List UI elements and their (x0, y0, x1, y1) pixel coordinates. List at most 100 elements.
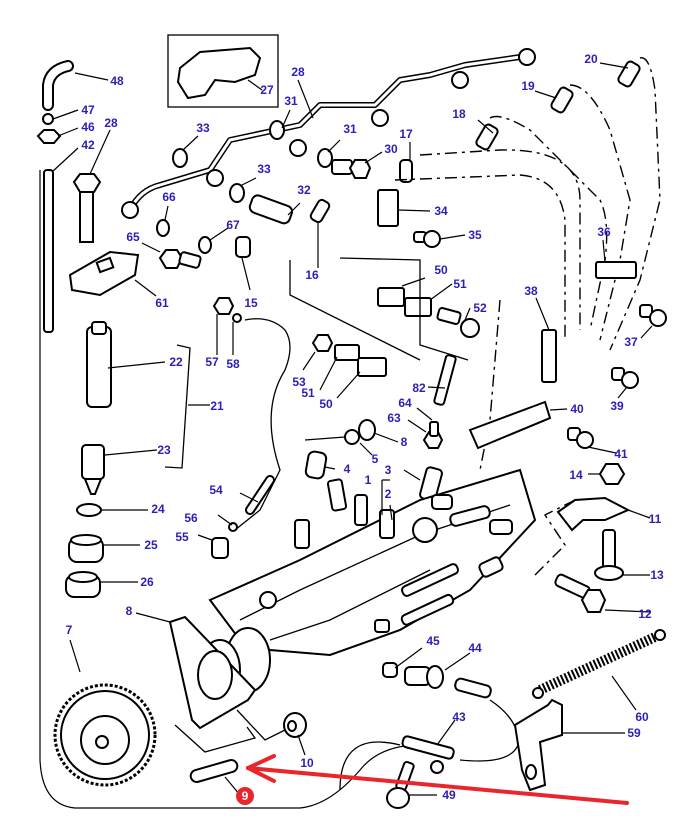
callout-26[interactable]: 26 (140, 575, 154, 589)
callout-38[interactable]: 38 (524, 284, 538, 298)
part-30-bolt (331, 159, 372, 179)
callout-14[interactable]: 14 (569, 468, 583, 482)
callout-5[interactable]: 5 (371, 452, 379, 466)
callout-48[interactable]: 48 (110, 74, 124, 88)
callout-35[interactable]: 35 (468, 228, 482, 242)
part-58-seal (232, 313, 242, 323)
gasket-outline (174, 724, 257, 753)
callout-28[interactable]: 28 (291, 65, 305, 79)
callout-51[interactable]: 51 (453, 277, 467, 291)
part-19-valve (550, 86, 574, 114)
callout-25[interactable]: 25 (144, 538, 158, 552)
callout-56[interactable]: 56 (184, 511, 198, 525)
callout-18[interactable]: 18 (452, 107, 466, 121)
callout-1[interactable]: 1 (364, 473, 372, 487)
callout-45[interactable]: 45 (426, 634, 440, 648)
callout-43[interactable]: 43 (452, 710, 466, 724)
callout-46[interactable]: 46 (81, 120, 95, 134)
callout-3[interactable]: 3 (384, 463, 392, 477)
callout-63[interactable]: 63 (387, 411, 401, 425)
callout-50[interactable]: 50 (434, 263, 448, 277)
callout-8[interactable]: 8 (400, 435, 408, 449)
callout-31[interactable]: 31 (343, 122, 357, 136)
callout-67[interactable]: 67 (226, 218, 240, 232)
highlight-arrow (246, 754, 629, 805)
callout-13[interactable]: 13 (650, 568, 664, 582)
part-46-nut (36, 129, 62, 144)
callout-24[interactable]: 24 (151, 502, 165, 516)
leak-off-pipe-run (394, 174, 566, 340)
callout-39[interactable]: 39 (610, 399, 624, 413)
callout-50[interactable]: 50 (319, 397, 333, 411)
part-9-stud (189, 759, 239, 783)
pump-fitting (489, 519, 513, 535)
part-57-nut (212, 297, 235, 315)
callout-11[interactable]: 11 (648, 512, 662, 526)
callout-10[interactable]: 10 (300, 756, 314, 770)
part-53-nut (311, 334, 334, 352)
callout-20[interactable]: 20 (584, 52, 598, 66)
part-55-fitting (211, 537, 229, 559)
callout-37[interactable]: 37 (624, 335, 638, 349)
callout-28[interactable]: 28 (104, 116, 118, 130)
callout-40[interactable]: 40 (570, 402, 584, 416)
part-38-bracket (541, 329, 557, 383)
callout-33[interactable]: 33 (196, 121, 210, 135)
callout-61[interactable]: 61 (155, 296, 169, 310)
callout-51[interactable]: 51 (301, 386, 315, 400)
callout-53[interactable]: 53 (292, 375, 306, 389)
part-67-washer (198, 236, 212, 254)
callout-64[interactable]: 64 (398, 396, 412, 410)
callout-33[interactable]: 33 (257, 162, 271, 176)
callout-57[interactable]: 57 (205, 355, 219, 369)
callout-4[interactable]: 4 (343, 462, 351, 476)
callout-19[interactable]: 19 (521, 79, 535, 93)
part-50-51-clips (377, 287, 432, 317)
callout-17[interactable]: 17 (399, 127, 413, 141)
callout-34[interactable]: 34 (434, 204, 448, 218)
callout-82[interactable]: 82 (412, 381, 426, 395)
part-27-inset-frame (167, 34, 279, 108)
leak-off-pipe-run (419, 149, 581, 330)
part-43-rod-end (401, 735, 455, 774)
callout-49[interactable]: 49 (442, 788, 456, 802)
part-61-flange (68, 250, 140, 297)
callout-65[interactable]: 65 (126, 230, 140, 244)
callout-31[interactable]: 31 (284, 94, 298, 108)
part-26-sleeve (65, 571, 101, 598)
bracket-dash (534, 499, 576, 576)
callout-59[interactable]: 59 (627, 726, 641, 740)
part-48-elbow-hose (42, 60, 74, 111)
pump-fitting (374, 619, 390, 633)
callout-9-highlighted[interactable]: 9 (236, 787, 254, 805)
callout-16[interactable]: 16 (305, 268, 319, 282)
callout-54[interactable]: 54 (209, 483, 223, 497)
part-50-clip (357, 357, 387, 377)
callout-47[interactable]: 47 (81, 103, 95, 117)
callout-27[interactable]: 27 (260, 83, 274, 97)
callout-58[interactable]: 58 (226, 357, 240, 371)
wire (304, 436, 346, 441)
callout-42[interactable]: 42 (81, 138, 95, 152)
callout-41[interactable]: 41 (614, 447, 628, 461)
callout-30[interactable]: 30 (384, 142, 398, 156)
callout-15[interactable]: 15 (244, 296, 258, 310)
callout-36[interactable]: 36 (597, 225, 611, 239)
callout-8[interactable]: 8 (125, 604, 133, 618)
callout-55[interactable]: 55 (175, 530, 189, 544)
callout-32[interactable]: 32 (297, 183, 311, 197)
callout-44[interactable]: 44 (468, 641, 482, 655)
callout-60[interactable]: 60 (635, 710, 649, 724)
callout-2[interactable]: 2 (384, 487, 392, 501)
callout-23[interactable]: 23 (157, 443, 171, 457)
part-23-nozzle (81, 444, 105, 495)
callout-66[interactable]: 66 (162, 190, 176, 204)
part-65-bolt (158, 249, 202, 269)
callout-12[interactable]: 12 (638, 607, 652, 621)
callout-21[interactable]: 21 (210, 399, 224, 413)
callout-7[interactable]: 7 (65, 623, 73, 637)
callout-52[interactable]: 52 (473, 301, 487, 315)
gasket-outline (236, 709, 286, 741)
callout-22[interactable]: 22 (169, 355, 183, 369)
